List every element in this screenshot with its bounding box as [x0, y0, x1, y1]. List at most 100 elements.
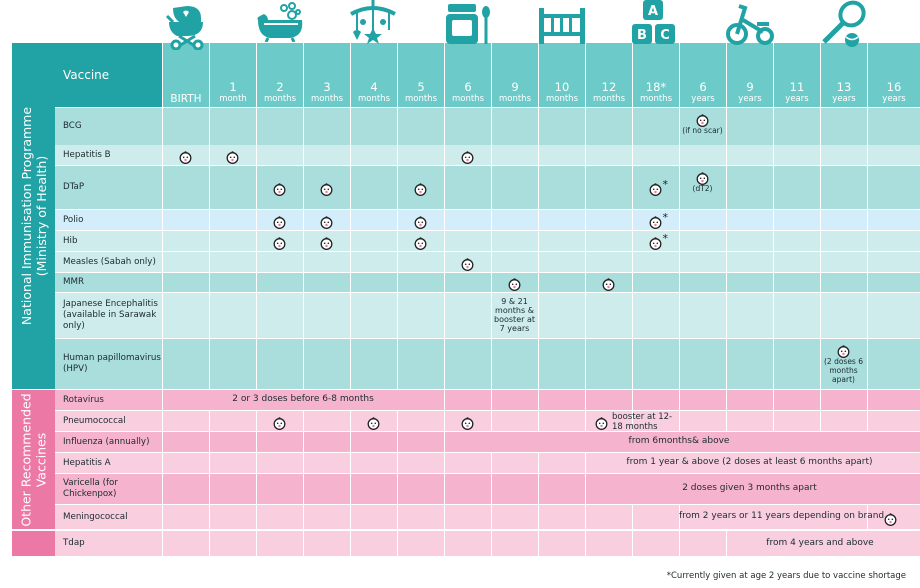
dose-marker-icon [320, 181, 333, 196]
schedule-cell [773, 166, 820, 209]
svg-text:A: A [648, 4, 658, 19]
schedule-cell [162, 166, 209, 209]
schedule-cell [867, 390, 920, 410]
vaccine-row: Hib* [55, 231, 920, 251]
vaccine-header-label: Vaccine [63, 68, 110, 82]
schedule-cell [538, 231, 585, 251]
schedule-cell [585, 293, 632, 338]
vaccine-name: Tdap [63, 538, 85, 548]
dose-marker-icon [414, 181, 427, 196]
schedule-cell [773, 293, 820, 338]
tdap-band [12, 531, 55, 556]
age-column-header: BIRTH [162, 43, 209, 107]
schedule-cell [397, 531, 444, 556]
schedule-cell [726, 293, 773, 338]
schedule-cell [444, 505, 491, 529]
schedule-cell [162, 210, 209, 230]
dose-marker-icon [649, 214, 662, 229]
schedule-cell [256, 108, 303, 145]
schedule-cell [773, 145, 820, 165]
dose-asterisk: * [662, 210, 669, 224]
schedule-cell [585, 531, 632, 556]
vaccine-column-header: Vaccine [55, 43, 162, 107]
schedule-cell [679, 252, 726, 272]
age-unit: years [785, 94, 809, 104]
schedule-cell [209, 505, 256, 529]
schedule-cell [726, 210, 773, 230]
schedule-cell [209, 273, 256, 292]
schedule-cell [256, 166, 303, 209]
schedule-cell [632, 210, 679, 230]
schedule-cell [444, 252, 491, 272]
schedule-cell [256, 531, 303, 556]
age-unit: months [592, 94, 626, 104]
schedule-cell [491, 145, 538, 165]
schedule-cell [397, 411, 444, 431]
dose-note: booster at 12-18 months [612, 412, 673, 432]
schedule-cell [303, 432, 350, 452]
schedule-cell [444, 293, 491, 338]
schedule-cell [679, 411, 726, 431]
schedule-cell [444, 474, 491, 504]
vaccine-name: Hepatitis B [63, 149, 111, 160]
schedule-cell [444, 531, 491, 556]
schedule-cell [632, 505, 679, 529]
schedule-cell [303, 293, 350, 338]
schedule-cell [773, 210, 820, 230]
schedule-cell [491, 210, 538, 230]
schedule-cell [256, 273, 303, 292]
schedule-cell [350, 231, 397, 251]
age-unit: months [498, 94, 532, 104]
schedule-cell [303, 108, 350, 145]
age-unit: months [357, 94, 391, 104]
schedule-cell [350, 273, 397, 292]
schedule-cell [585, 252, 632, 272]
schedule-cell [256, 293, 303, 338]
schedule-cell [303, 505, 350, 529]
schedule-cell [397, 145, 444, 165]
schedule-cell [491, 453, 538, 473]
svg-text:B: B [637, 28, 647, 43]
schedule-cell [867, 231, 920, 251]
schedule-cell [820, 411, 867, 431]
schedule-cell [350, 166, 397, 209]
schedule-cell [820, 252, 867, 272]
age-number: 11 [789, 80, 805, 94]
vaccine-name: Measles (Sabah only) [63, 256, 156, 267]
schedule-cell [162, 339, 209, 389]
age-unit: month [219, 94, 247, 104]
vaccine-name: Japanese Encephalitis (available in Sara… [63, 299, 158, 331]
schedule-cell [585, 145, 632, 165]
schedule-cell [209, 252, 256, 272]
footnote: *Currently given at age 2 years due to v… [666, 571, 906, 581]
age-unit: months [451, 94, 485, 104]
schedule-cell [538, 293, 585, 338]
dose-marker-icon [461, 415, 474, 430]
dose-marker-icon [649, 181, 662, 196]
vaccine-name: Human papillomavirus (HPV) [63, 353, 161, 374]
schedule-cell [726, 231, 773, 251]
schedule-cell [444, 432, 491, 452]
schedule-cell [773, 231, 820, 251]
schedule-cell [444, 273, 491, 292]
schedule-cell [726, 339, 773, 389]
schedule-cell [444, 210, 491, 230]
schedule-cell [350, 411, 397, 431]
schedule-cell [444, 108, 491, 145]
schedule-cell [491, 339, 538, 389]
schedule-cell [585, 474, 632, 504]
age-unit: years [691, 94, 715, 104]
age-number: 9 [746, 80, 754, 94]
schedule-cell [162, 474, 209, 504]
national-programme-label: National Immunisation Programme (Ministr… [18, 106, 49, 326]
mobile-toy-icon [349, 0, 397, 50]
schedule-cell [350, 210, 397, 230]
schedule-cell [538, 339, 585, 389]
